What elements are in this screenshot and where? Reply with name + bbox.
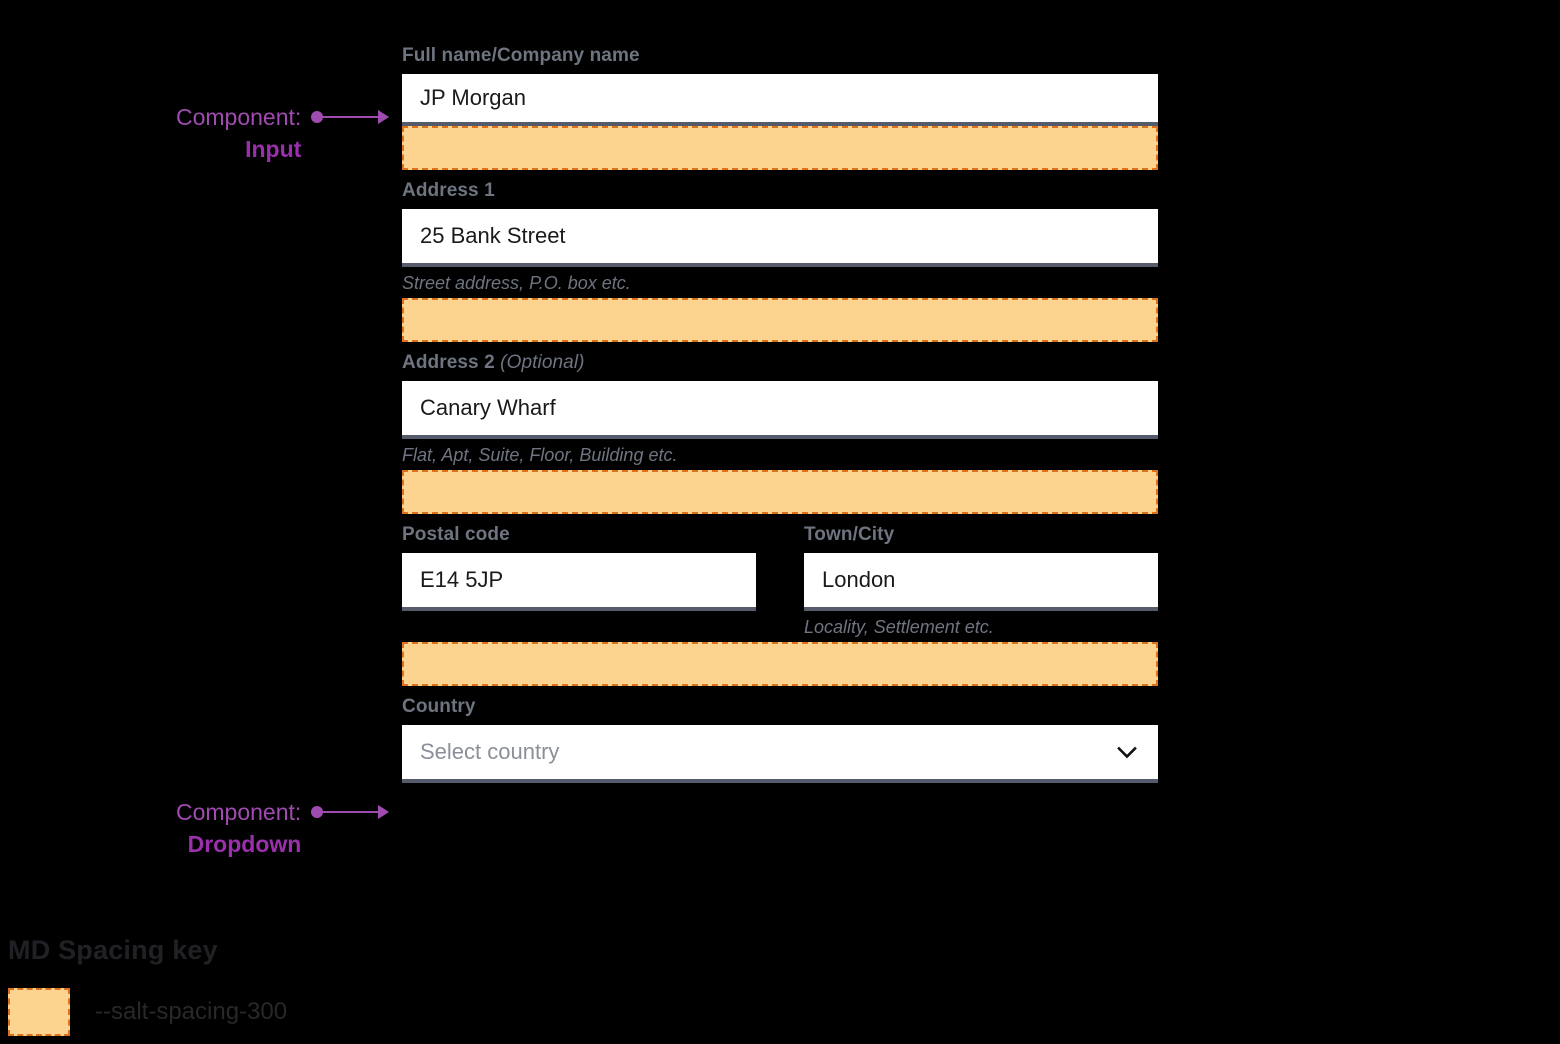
spacing-block-300-3 — [402, 470, 1158, 514]
annotation-dot-icon — [311, 111, 324, 123]
legend-swatch-spacing-300 — [8, 988, 70, 1036]
legend-item: --salt-spacing-300 — [0, 988, 600, 1036]
field-label-address-1: Address 1 — [402, 179, 1158, 203]
field-label-address-2: Address 2 (Optional) — [402, 351, 1158, 375]
annotation-kind: Component: — [176, 799, 302, 825]
legend-label-spacing-300: --salt-spacing-300 — [95, 998, 288, 1025]
input-value-postal-code: E14 5JP — [420, 567, 504, 592]
annotation-connector-input — [311, 110, 390, 124]
spacing-block-300-4 — [402, 642, 1158, 686]
field-full-name: Full name/Company name JP Morgan — [402, 44, 1158, 170]
legend-title: MD Spacing key — [8, 935, 218, 965]
annotation-dot-icon — [311, 806, 324, 818]
helper-text-town-city: Locality, Settlement etc. — [804, 617, 994, 637]
dropdown-placeholder-country: Select country — [420, 739, 560, 764]
input-full-name[interactable]: JP Morgan — [402, 74, 1158, 126]
annotation-input: Component: Input — [176, 101, 390, 165]
annotation-line — [323, 116, 380, 118]
helper-text-address-2: Flat, Apt, Suite, Floor, Building etc. — [402, 445, 678, 465]
annotation-line — [323, 811, 380, 813]
address-form: Full name/Company name JP Morgan Address… — [402, 44, 1158, 783]
field-label-postal-code: Postal code — [402, 523, 756, 547]
label-text: Postal code — [402, 524, 510, 545]
spacing-key-legend: MD Spacing key --salt-spacing-300 — [0, 934, 600, 1036]
label-text: Country — [402, 696, 476, 717]
helper-text-address-1: Street address, P.O. box etc. — [402, 273, 631, 293]
field-label-full-name: Full name/Company name — [402, 44, 1158, 68]
field-town-city: Town/City London Locality, Settlement et… — [804, 523, 1158, 642]
field-address-1: Address 1 25 Bank Street Street address,… — [402, 179, 1158, 342]
input-value-full-name: JP Morgan — [420, 85, 526, 110]
input-value-address-1: 25 Bank Street — [420, 223, 566, 248]
annotation-input-text: Component: Input — [176, 101, 301, 165]
field-row-postal-town: Postal code E14 5JP Town/City London Loc… — [402, 523, 1158, 642]
annotation-arrow-icon — [378, 805, 390, 819]
annotation-dropdown-text: Component: Dropdown — [176, 796, 301, 860]
field-label-country: Country — [402, 695, 1158, 719]
spacing-block-300-2 — [402, 298, 1158, 342]
input-value-address-2: Canary Wharf — [420, 395, 556, 420]
input-value-town-city: London — [822, 567, 896, 592]
input-address-2[interactable]: Canary Wharf — [402, 381, 1158, 439]
spacing-block-300-1 — [402, 126, 1158, 170]
label-text: Town/City — [804, 524, 895, 545]
annotation-connector-dropdown — [311, 805, 390, 819]
label-text: Address 2 — [402, 352, 495, 373]
chevron-down-icon — [1114, 739, 1140, 765]
annotation-name: Input — [245, 136, 302, 162]
field-address-2: Address 2 (Optional) Canary Wharf Flat, … — [402, 351, 1158, 514]
input-town-city[interactable]: London — [804, 553, 1158, 611]
field-country: Country Select country — [402, 695, 1158, 783]
annotation-kind: Component: — [176, 104, 302, 130]
annotation-dropdown: Component: Dropdown — [176, 796, 390, 860]
input-postal-code[interactable]: E14 5JP — [402, 553, 756, 611]
label-text: Address 1 — [402, 180, 495, 201]
label-text: Full name/Company name — [402, 45, 640, 66]
annotation-name: Dropdown — [187, 831, 302, 857]
dropdown-country[interactable]: Select country — [402, 725, 1158, 783]
annotation-arrow-icon — [378, 110, 390, 124]
field-postal-code: Postal code E14 5JP — [402, 523, 756, 642]
label-optional-suffix: (Optional) — [500, 352, 585, 373]
field-label-town-city: Town/City — [804, 523, 1158, 547]
input-address-1[interactable]: 25 Bank Street — [402, 209, 1158, 267]
